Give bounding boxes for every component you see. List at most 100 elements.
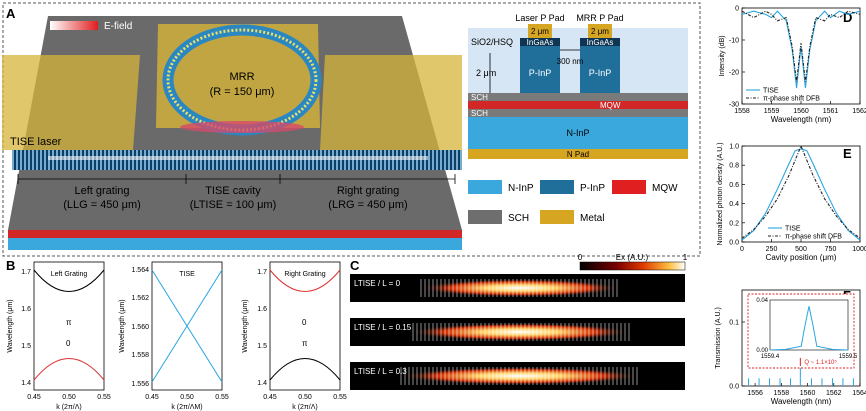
band-tise-xlabel: k (2π/ΛM) xyxy=(171,404,202,411)
x-tick-label: 1560 xyxy=(800,390,816,397)
inset-plot-frame xyxy=(769,299,849,351)
panel-b-letter: B xyxy=(6,258,15,273)
band-right-xtick-2: 0.55 xyxy=(333,394,347,401)
inset-frame xyxy=(747,293,855,369)
y-axis-label: Transmission (A.U.) xyxy=(715,307,722,369)
legend-label-1: π-phase shift DFB xyxy=(785,234,842,241)
field-map-row-3 xyxy=(350,362,685,390)
y-tick-label: 0.0 xyxy=(729,240,739,247)
band-left-xtick-2: 0.55 xyxy=(97,394,111,401)
band-left-xtick-1: 0.50 xyxy=(62,394,76,401)
legend-label-metal: Metal xyxy=(580,213,604,224)
x-tick-label: 1558 xyxy=(774,390,790,397)
y-tick-label: 1.0 xyxy=(729,144,739,151)
legend-swatch-pinp xyxy=(540,180,574,194)
inset-y-tick-label: 0.00 xyxy=(756,348,768,354)
band-right-upper-mode: 0 xyxy=(302,318,307,327)
material-legend: N-InP P-InP MQW SCH Metal xyxy=(468,180,678,224)
cross-section xyxy=(468,24,688,159)
x-tick-label: 1562 xyxy=(826,390,842,397)
band-tise-xtick-0: 0.45 xyxy=(145,394,159,401)
field-map-label-2: LTISE / L = 0.15 xyxy=(354,323,412,332)
band-tise-ytick-0: 1.564 xyxy=(131,267,149,274)
band-left-ytick-3: 1.4 xyxy=(21,380,31,387)
legend-label-pinp: P-InP xyxy=(580,183,605,194)
efield-label: E-field xyxy=(104,21,132,32)
y-tick-label: 0.8 xyxy=(729,163,739,170)
inset-peak-line xyxy=(769,306,849,351)
field-map-label-1: LTISE / L = 0 xyxy=(354,279,401,288)
legend-swatch-ninp xyxy=(468,180,502,194)
colorbar xyxy=(579,261,686,271)
field-map-label-3: LTISE / L = 0.3 xyxy=(354,367,407,376)
band-left-title: Left Grating xyxy=(51,271,88,278)
pinp-2: P-InP xyxy=(589,68,612,78)
band-tise-ytick-1: 1.562 xyxy=(131,295,149,302)
legend-swatch-metal xyxy=(540,210,574,224)
series-line-1 xyxy=(741,10,861,82)
sch-label-1: SCH xyxy=(471,93,488,102)
band-right-ytick-2: 1.5 xyxy=(257,343,267,350)
panel-e-letter: E xyxy=(843,146,852,161)
x-tick-label: 1564 xyxy=(852,390,866,397)
panel-c-letter: C xyxy=(350,258,360,273)
x-tick-label: 1000 xyxy=(852,246,866,253)
x-tick-label: 1558 xyxy=(734,108,750,115)
x-tick-label: 1560 xyxy=(793,108,809,115)
tise-cavity-label: TISE cavity xyxy=(205,185,261,197)
device-3d-view xyxy=(2,16,462,250)
right-grating-label: Right grating xyxy=(337,185,399,197)
legend-label-1: π-phase shift DFB xyxy=(763,96,820,103)
band-tise-ylabel: Wavelength (μm) xyxy=(119,299,126,352)
npad-label: N Pad xyxy=(567,150,589,159)
band-left-ytick-2: 1.5 xyxy=(21,343,31,350)
band-left-upper-mode: π xyxy=(66,318,72,327)
x-tick-label: 1561 xyxy=(823,108,839,115)
band-tise-xtick-1: 0.50 xyxy=(180,394,194,401)
band-right-ytick-1: 1.6 xyxy=(257,306,267,313)
legend-swatch-mqw xyxy=(612,180,646,194)
band-tise-ytick-4: 1.556 xyxy=(131,381,149,388)
legend-swatch-sch xyxy=(468,210,502,224)
band-left-ytick-0: 1.7 xyxy=(21,269,31,276)
legend-label-sch: SCH xyxy=(508,213,529,224)
band-tise-ytick-2: 1.560 xyxy=(131,324,149,331)
band-right-ytick-0: 1.7 xyxy=(257,269,267,276)
band-tise-xtick-2: 0.55 xyxy=(215,394,229,401)
x-tick-label: 1562 xyxy=(852,108,866,115)
band-right-lower-mode: π xyxy=(302,339,308,348)
mrr-label: MRR xyxy=(229,71,254,83)
x-axis-label: Wavelength (nm) xyxy=(771,397,832,406)
y-tick-label: 0.0 xyxy=(729,384,739,391)
band-left-xtick-0: 0.45 xyxy=(27,394,41,401)
band-left-ytick-1: 1.6 xyxy=(21,306,31,313)
series-line-1 xyxy=(741,144,861,239)
sch-label-2: SCH xyxy=(471,109,488,118)
band-tise-ytick-3: 1.558 xyxy=(131,352,149,359)
y-tick-label: 0.4 xyxy=(729,201,739,208)
inset-x-tick-label: 1559.4 xyxy=(761,354,780,360)
legend-label-0: TISE xyxy=(785,226,801,233)
legend-label-0: TISE xyxy=(763,88,779,95)
y-tick-label: -20 xyxy=(729,70,739,77)
colorbar-max: 1 xyxy=(683,253,688,262)
field-map-row-2 xyxy=(350,318,685,346)
left-grating-length: (LLG = 450 μm) xyxy=(63,199,141,211)
y-tick-label: -30 xyxy=(729,102,739,109)
band-tise-title: TISE xyxy=(179,271,195,278)
height-label: 2 μm xyxy=(476,68,496,78)
legend-label-ninp: N-InP xyxy=(508,183,534,194)
tise-laser-label: TISE laser xyxy=(10,136,62,148)
x-tick-label: 0 xyxy=(740,246,744,253)
y-tick-label: 0.1 xyxy=(729,320,739,327)
band-right-ytick-3: 1.4 xyxy=(257,380,267,387)
band-left-xlabel: k (2π/Λ) xyxy=(56,404,81,411)
panel-a-letter: A xyxy=(6,6,16,21)
field-map-row-1 xyxy=(350,274,685,302)
panel-d-letter: D xyxy=(843,10,852,25)
y-tick-label: -10 xyxy=(729,38,739,45)
ingaas-2: InGaAs xyxy=(587,38,614,47)
